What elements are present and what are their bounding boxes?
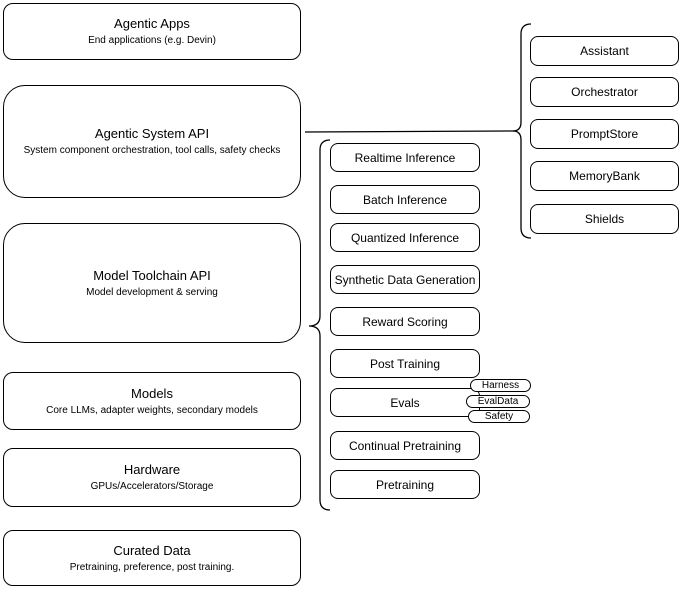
- box-model-toolchain-api: Model Toolchain API Model development & …: [3, 223, 301, 343]
- toolchain-item-realtime-inference: Realtime Inference: [330, 143, 480, 172]
- box-subtitle: End applications (e.g. Devin): [88, 35, 216, 46]
- box-title: Agentic System API: [94, 126, 210, 141]
- toolchain-item-post-training: Post Training: [330, 349, 480, 378]
- eval-tag-safety: Safety: [468, 410, 530, 423]
- eval-tag-harness: Harness: [470, 379, 531, 392]
- box-subtitle: Core LLMs, adapter weights, secondary mo…: [46, 404, 258, 416]
- eval-tag-evaldata: EvalData: [466, 395, 530, 408]
- toolchain-item-batch-inference: Batch Inference: [330, 185, 480, 214]
- box-agentic-apps: Agentic Apps End applications (e.g. Devi…: [3, 3, 301, 60]
- component-assistant: Assistant: [530, 36, 679, 66]
- box-subtitle: Model development & serving: [86, 286, 218, 298]
- toolchain-item-synthetic-data-generation: Synthetic Data Generation: [330, 265, 480, 294]
- toolchain-item-pretraining: Pretraining: [330, 470, 480, 499]
- box-title: Models: [131, 385, 173, 401]
- box-title: Hardware: [123, 462, 181, 477]
- box-models: Models Core LLMs, adapter weights, secon…: [3, 372, 301, 430]
- box-subtitle: Pretraining, preference, post training.: [69, 561, 235, 573]
- box-title: Model Toolchain API: [93, 267, 211, 283]
- box-subtitle: GPUs/Accelerators/Storage: [90, 481, 214, 492]
- box-hardware: Hardware GPUs/Accelerators/Storage: [3, 448, 301, 507]
- component-orchestrator: Orchestrator: [530, 77, 679, 107]
- component-promptstore: PromptStore: [530, 119, 679, 149]
- toolchain-item-continual-pretraining: Continual Pretraining: [330, 431, 480, 460]
- box-title: Curated Data: [113, 542, 191, 558]
- box-agentic-system-api: Agentic System API System component orch…: [3, 85, 301, 198]
- toolchain-item-reward-scoring: Reward Scoring: [330, 307, 480, 336]
- box-curated-data: Curated Data Pretraining, preference, po…: [3, 530, 301, 586]
- connector-line: [304, 130, 515, 133]
- toolchain-item-quantized-inference: Quantized Inference: [330, 223, 480, 252]
- brace-toolchain: [308, 139, 331, 511]
- box-subtitle: System component orchestration, tool cal…: [23, 145, 281, 156]
- component-memorybank: MemoryBank: [530, 161, 679, 191]
- component-shields: Shields: [530, 204, 679, 234]
- toolchain-item-evals: Evals: [330, 388, 480, 417]
- brace-system-components: [512, 23, 532, 239]
- box-title: Agentic Apps: [114, 16, 190, 31]
